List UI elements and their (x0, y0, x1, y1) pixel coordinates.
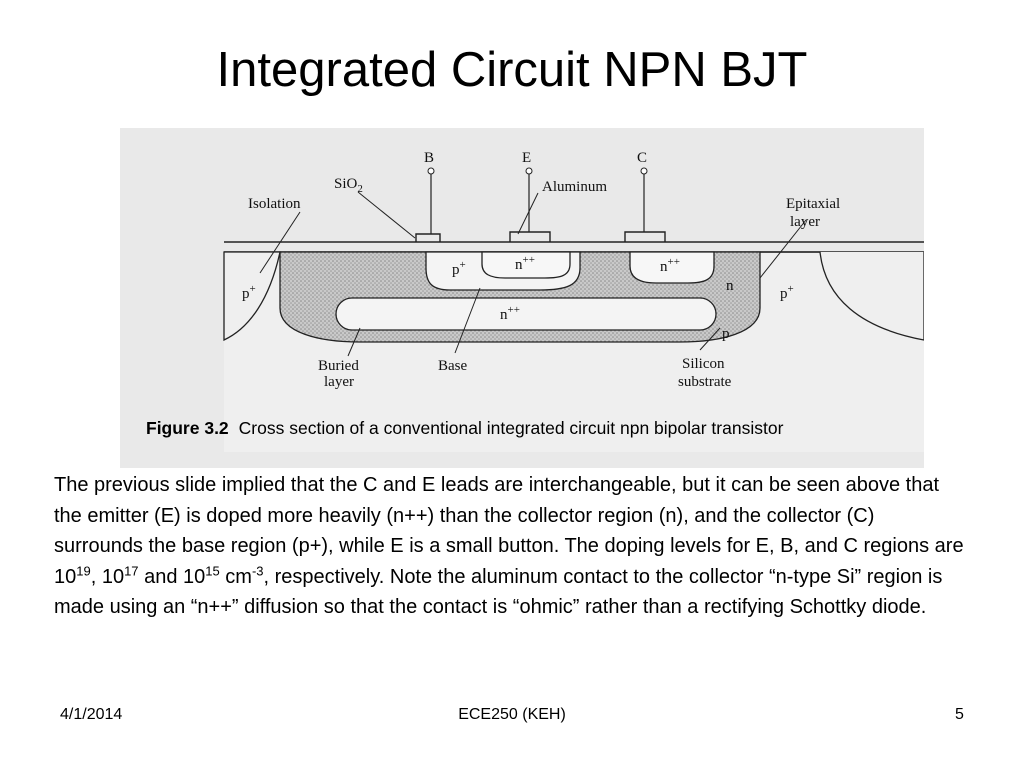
label-isolation: Isolation (248, 196, 301, 212)
body-text-1: The previous slide implied that the C an… (54, 474, 964, 588)
base-contact (415, 233, 441, 242)
label-silicon-2: substrate (678, 374, 732, 390)
label-sio2: SiO2 (334, 176, 363, 195)
emitter-region (481, 251, 571, 279)
label-p-plus-base: p+ (452, 259, 466, 278)
body-text-2: , 10 (90, 565, 125, 588)
body-text-3: and 10 (138, 565, 206, 588)
figure-caption-text: Cross section of a conventional integrat… (238, 418, 784, 438)
aluminum-leader (517, 192, 539, 235)
label-epitaxial-1: Epitaxial (786, 196, 840, 212)
base-leader (454, 287, 481, 354)
base-terminal (427, 167, 435, 175)
label-buried-2: layer (324, 374, 354, 390)
exponent-4: -3 (251, 562, 264, 578)
label-n-epi: n (726, 278, 734, 294)
exponent-2: 17 (124, 562, 139, 578)
label-p-plus-right: p+ (780, 283, 794, 302)
label-b: B (424, 150, 434, 166)
buried-layer (335, 297, 717, 331)
body-text-4: cm (219, 565, 252, 588)
label-p-substrate: p (722, 326, 730, 342)
epitaxial-leader (759, 219, 807, 279)
cross-section-diagram: B E C SiO2 Isolation Aluminum Epitaxial … (223, 150, 924, 452)
isolation-leader (259, 211, 301, 274)
silicon-leader (699, 327, 721, 351)
label-p-plus-left: p+ (242, 283, 256, 302)
label-e: E (522, 150, 531, 166)
isolation-left (223, 251, 281, 342)
collector-contact (624, 231, 666, 242)
sio2-leader (357, 191, 416, 239)
body-text-5: , respectively. Note the aluminum contac… (54, 565, 943, 619)
cross-section-figure: B E C SiO2 Isolation Aluminum Epitaxial … (120, 128, 924, 468)
exponent-1: 19 (76, 562, 91, 578)
emitter-terminal (525, 167, 533, 175)
collector-terminal (640, 167, 648, 175)
label-aluminum: Aluminum (542, 179, 607, 195)
isolation-right (760, 251, 924, 341)
label-base: Base (438, 358, 468, 374)
label-epitaxial-2: layer (790, 214, 820, 230)
slide-title: Integrated Circuit NPN BJT (216, 43, 808, 97)
buried-leader (347, 327, 361, 357)
footer-date: 4/1/2014 (60, 706, 123, 723)
label-buried-1: Buried (318, 358, 359, 374)
exponent-3: 15 (205, 562, 220, 578)
label-n-pp-collector: n++ (660, 256, 680, 275)
label-n-pp-emitter: n++ (515, 254, 535, 273)
figure-number: Figure 3.2 (146, 418, 229, 438)
footer-course: ECE250 (KEH) (458, 706, 566, 723)
label-c: C (637, 150, 647, 166)
collector-contact-region (629, 251, 715, 284)
emitter-contact (509, 231, 551, 242)
figure-caption: Figure 3.2 Cross section of a conventiona… (146, 418, 783, 439)
page-number: 5 (955, 706, 964, 723)
label-silicon-1: Silicon (682, 356, 725, 372)
body-paragraph: The previous slide implied that the C an… (54, 470, 964, 623)
label-n-pp-buried: n++ (500, 304, 520, 323)
